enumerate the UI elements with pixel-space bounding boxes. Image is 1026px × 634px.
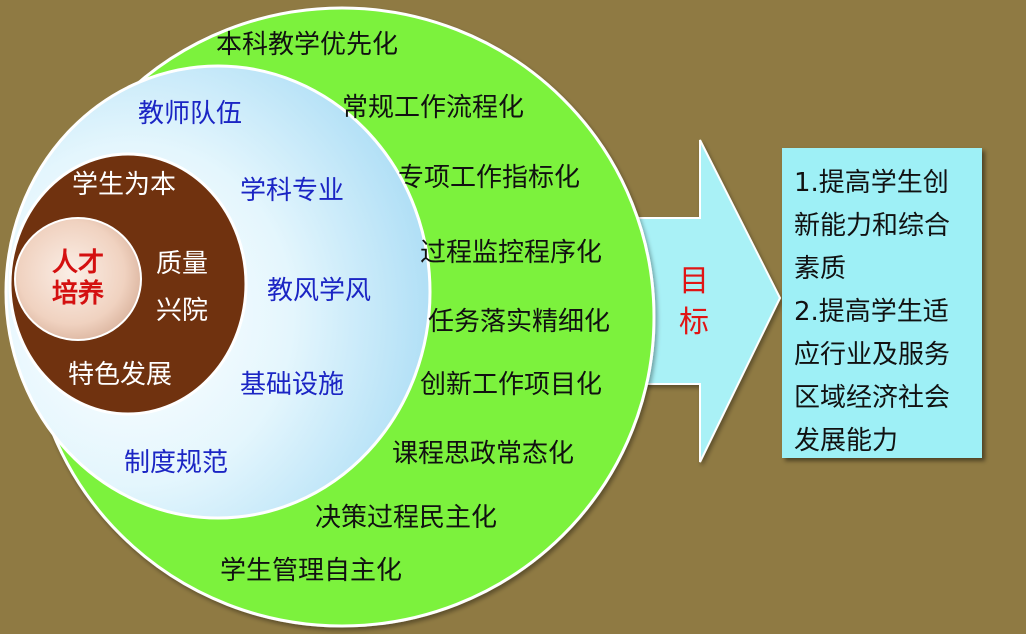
green-item-6: 创新工作项目化 bbox=[420, 370, 603, 400]
green-item-1: 本科教学优先化 bbox=[216, 30, 399, 60]
core-label: 人才 培养 bbox=[46, 248, 110, 310]
goal-line-1: 1.提高学生创 bbox=[794, 168, 949, 198]
green-item-4: 过程监控程序化 bbox=[420, 238, 603, 268]
brown-item-top: 学生为本 bbox=[72, 170, 177, 200]
goal-line-6: 区域经济社会 bbox=[794, 383, 951, 413]
green-item-5: 任务落实精细化 bbox=[428, 307, 611, 337]
green-item-3: 专项工作指标化 bbox=[398, 163, 581, 193]
goals-box: 1.提高学生创 新能力和综合 素质 2.提高学生适 应行业及服务 区域经济社会 … bbox=[782, 148, 982, 458]
green-item-7: 课程思政常态化 bbox=[392, 439, 575, 469]
green-item-8: 决策过程民主化 bbox=[315, 503, 498, 533]
core-circle bbox=[14, 217, 142, 341]
blue-item-1: 教师队伍 bbox=[138, 99, 243, 129]
arrow-line-1: 目 bbox=[679, 264, 709, 299]
core-line-1: 人才 bbox=[51, 248, 104, 278]
goal-line-7: 发展能力 bbox=[794, 426, 899, 456]
blue-item-3: 教风学风 bbox=[267, 276, 372, 306]
core-line-2: 培养 bbox=[51, 279, 104, 310]
goal-line-4: 2.提高学生适 bbox=[794, 297, 949, 327]
blue-item-2: 学科专业 bbox=[240, 176, 345, 206]
blue-item-4: 基础设施 bbox=[240, 370, 345, 400]
arrow-label: 目 标 bbox=[678, 262, 710, 343]
brown-item-middle-1: 质量 bbox=[156, 249, 209, 279]
brown-item-bottom: 特色发展 bbox=[68, 360, 173, 390]
goal-line-2: 新能力和综合 bbox=[794, 211, 951, 241]
green-item-2: 常规工作流程化 bbox=[342, 93, 525, 123]
blue-item-5: 制度规范 bbox=[124, 448, 229, 478]
goal-line-5: 应行业及服务 bbox=[794, 340, 951, 370]
goal-line-3: 素质 bbox=[794, 254, 847, 284]
green-item-9: 学生管理自主化 bbox=[220, 556, 403, 586]
arrow-line-2: 标 bbox=[679, 304, 709, 340]
brown-item-middle-2: 兴院 bbox=[156, 296, 209, 326]
